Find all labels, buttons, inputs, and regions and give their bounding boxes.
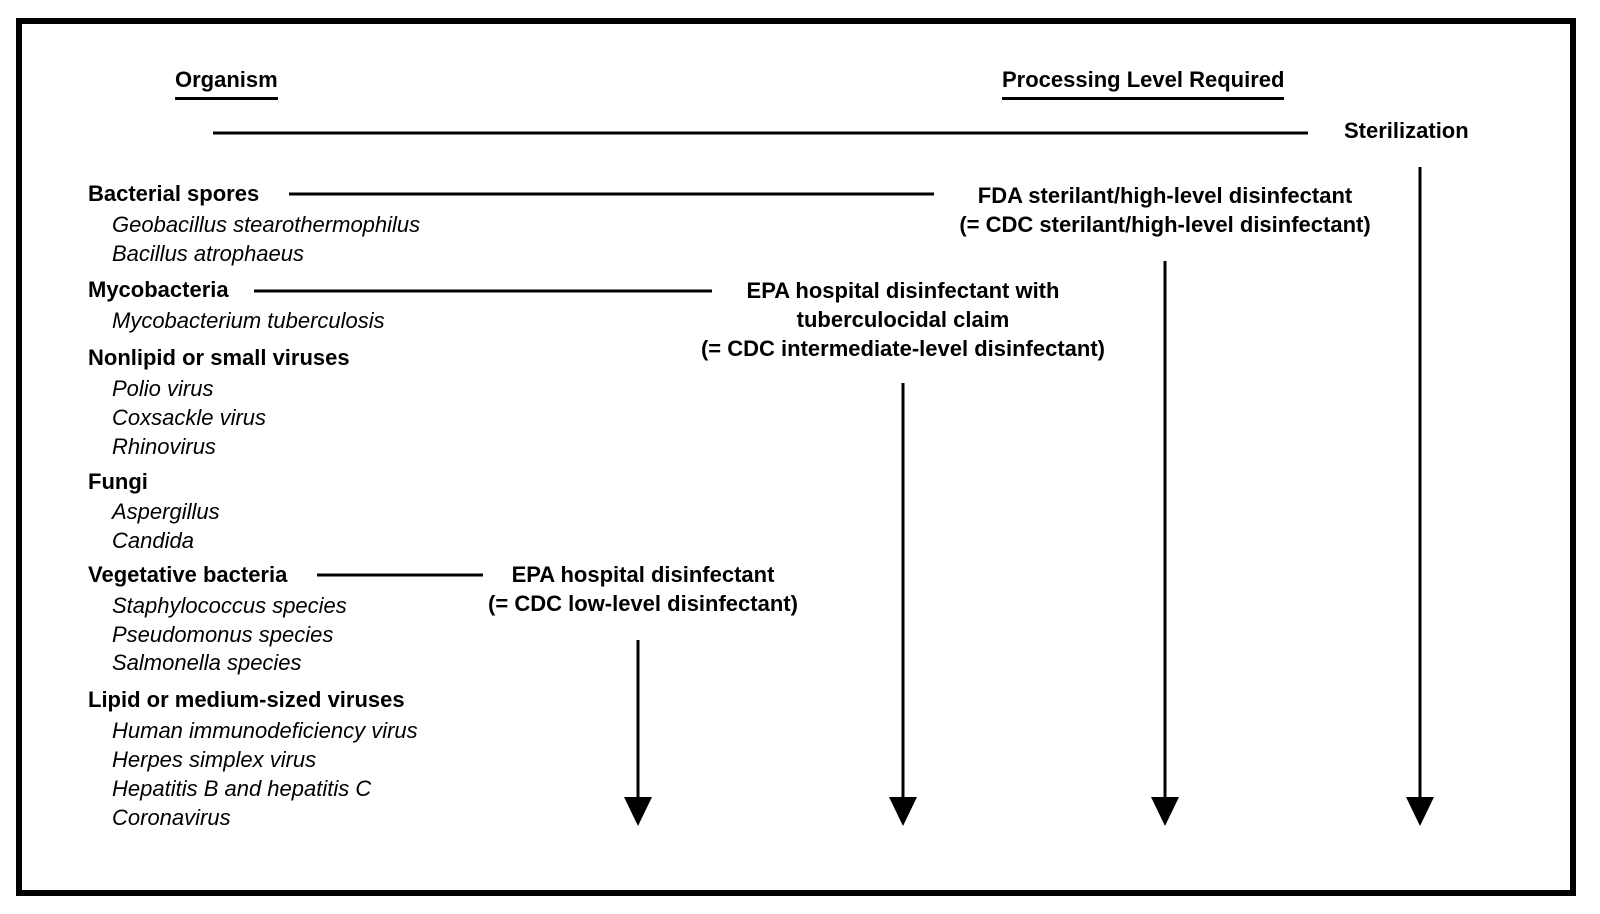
organism-example: Salmonella species: [112, 650, 302, 675]
organism-header: Organism: [175, 67, 278, 100]
organism-example: Herpes simplex virus: [112, 747, 317, 772]
epa-arrowhead: [624, 797, 652, 826]
organism-example: Coxsackle virus: [112, 405, 267, 430]
epa-tb-level-line1: EPA hospital disinfectant with: [746, 278, 1060, 303]
epa-tb-level-line3: (= CDC intermediate-level disinfectant): [700, 336, 1106, 361]
organism-group-title: Bacterial spores: [88, 181, 260, 206]
organism-example: Hepatitis B and hepatitis C: [112, 776, 372, 801]
organism-example: Pseudomonus species: [112, 622, 334, 647]
organism-example: Candida: [112, 528, 194, 553]
sterilization-label: Sterilization: [1344, 118, 1469, 143]
organism-example: Polio virus: [112, 376, 214, 401]
organism-group-title: Vegetative bacteria: [88, 562, 288, 587]
epa-tb-level-line2: tuberculocidal claim: [796, 307, 1010, 332]
fda-level-line1: FDA sterilant/high-level disinfectant: [977, 183, 1353, 208]
epa-level-line2: (= CDC low-level disinfectant): [488, 591, 798, 616]
organism-example: Human immunodeficiency virus: [112, 718, 418, 743]
organism-group-title: Lipid or medium-sized viruses: [88, 687, 405, 712]
organism-example: Aspergillus: [112, 499, 220, 524]
organism-example: Staphylococcus species: [112, 593, 347, 618]
processing-level-header: Processing Level Required: [1002, 67, 1285, 100]
organism-example: Mycobacterium tuberculosis: [112, 308, 385, 333]
epa-tb-arrowhead: [889, 797, 917, 826]
organism-example: Geobacillus stearothermophilus: [112, 212, 421, 237]
fda-level-line2: (= CDC sterilant/high-level disinfectant…: [959, 212, 1371, 237]
sterilization-arrowhead: [1406, 797, 1434, 826]
organism-group-title: Nonlipid or small viruses: [88, 345, 350, 370]
organism-group-title: Mycobacteria: [88, 277, 229, 302]
organism-group-title: Fungi: [88, 469, 148, 494]
organism-example: Rhinovirus: [112, 434, 216, 459]
diagram-frame: [16, 18, 1576, 896]
organism-example: Bacillus atrophaeus: [112, 241, 305, 266]
epa-level-line1: EPA hospital disinfectant: [511, 562, 775, 587]
organism-example: Coronavirus: [112, 805, 231, 830]
fda-arrowhead: [1151, 797, 1179, 826]
